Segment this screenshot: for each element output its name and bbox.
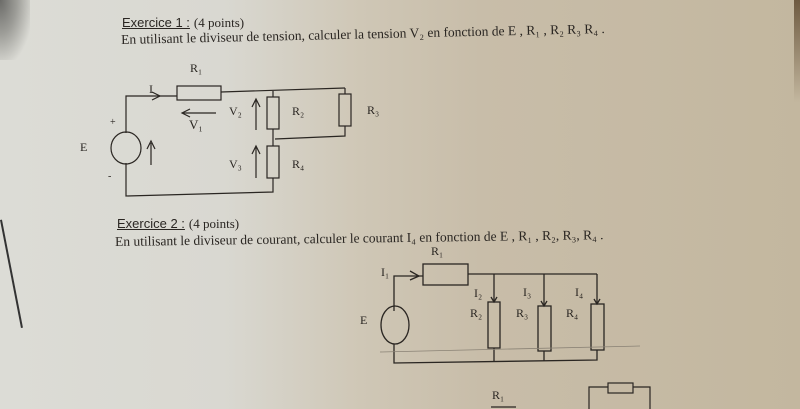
- exercise2-points: (4 points): [188, 216, 240, 231]
- r2-label: R₂: [292, 104, 305, 118]
- r1-label-2: R₁: [431, 244, 444, 258]
- r4-label-2: R₄: [566, 306, 579, 320]
- exercise2-header: Exercice 2 : (4 points): [117, 215, 239, 233]
- v1-label: V₁: [189, 117, 203, 132]
- plus-sign: +: [110, 117, 116, 128]
- source-e-label-2: E: [360, 313, 368, 327]
- r3-label: R₃: [367, 103, 380, 117]
- v2-label: V₂: [229, 104, 242, 118]
- r3-label-2: R₃: [516, 306, 529, 320]
- exercise1-header: Exercice 1 : (4 points): [122, 14, 244, 32]
- current-i-label: I: [149, 82, 153, 96]
- v3-label: V₃: [229, 157, 242, 171]
- paper-edge: [794, 0, 800, 409]
- r2-label-2: R₂: [470, 306, 483, 320]
- r1-label-3: R₁: [492, 388, 505, 402]
- i3-label: I₃: [523, 285, 532, 299]
- source-e-label: E: [80, 140, 88, 154]
- i1-label: I₁: [381, 265, 390, 279]
- minus-sign: -: [108, 171, 112, 182]
- shadow: [0, 0, 30, 60]
- exercise2-title: Exercice 2 :: [117, 216, 185, 231]
- i4-label: I₄: [575, 285, 584, 299]
- i2-label: I₂: [474, 286, 483, 300]
- exercise1-points: (4 points): [193, 15, 245, 30]
- r4-label: R₄: [292, 157, 305, 171]
- exercise1-title: Exercice 1 :: [122, 15, 190, 30]
- r1-label: R₁: [190, 61, 203, 75]
